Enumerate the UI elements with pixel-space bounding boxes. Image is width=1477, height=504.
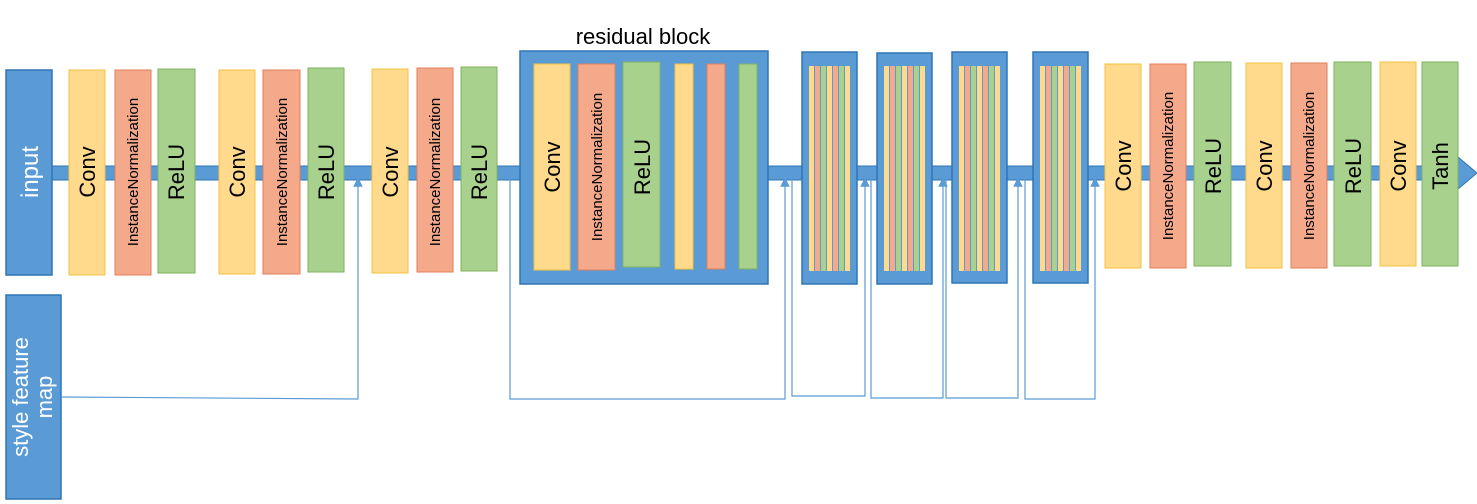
conv-label: Conv	[1111, 140, 1136, 191]
norm-label: InstanceNormalization	[1160, 92, 1177, 240]
style-feature-map-box: style feature map	[5, 294, 62, 500]
decoder-group-2: Conv InstanceNormalization ReLU	[1245, 61, 1372, 269]
norm-label: InstanceNormalization	[125, 98, 142, 246]
relu-label: ReLU	[1201, 138, 1226, 194]
residual-block-title: residual block	[576, 24, 712, 49]
residual-skip-line-2	[791, 173, 870, 397]
relu-label: ReLU	[467, 144, 492, 200]
conv-label: Conv	[1252, 140, 1277, 191]
residual-block-compact-2	[876, 52, 933, 285]
encoder-group-3: Conv InstanceNormalization ReLU	[371, 66, 498, 274]
residual-skip-line-5	[1024, 173, 1100, 400]
relu-label: ReLU	[164, 144, 189, 200]
residual-block-compact-1	[801, 51, 858, 285]
encoder-group-1: Conv InstanceNormalization ReLU	[68, 68, 196, 276]
conv-label: Conv	[1386, 140, 1411, 191]
style-skip-line	[60, 177, 363, 400]
residual-block-compact-3	[951, 51, 1008, 284]
decoder-group-1: Conv InstanceNormalization ReLU	[1104, 61, 1232, 269]
conv-label: Conv	[378, 146, 403, 197]
norm-label: InstanceNormalization	[427, 98, 444, 246]
relu-label: ReLU	[630, 139, 655, 195]
input-label: input	[17, 146, 44, 198]
residual-block-expanded: Conv InstanceNormalization ReLU	[519, 50, 769, 285]
residual-skip-line-1	[509, 173, 790, 400]
residual-skip-line-3	[870, 173, 948, 399]
norm-label: InstanceNormalization	[1301, 92, 1318, 240]
encoder-group-2: Conv InstanceNormalization ReLU	[218, 67, 345, 275]
norm-label: InstanceNormalization	[274, 98, 291, 246]
conv-layer-small	[674, 63, 694, 270]
conv-label: Conv	[540, 141, 565, 192]
conv-label: Conv	[225, 146, 250, 197]
residual-block-compact-4	[1032, 51, 1089, 284]
skip-connections	[60, 173, 1100, 400]
relu-label: ReLU	[1341, 138, 1366, 194]
residual-skip-line-4	[945, 173, 1023, 399]
style-feature-label-line2: map	[32, 376, 57, 419]
tanh-label: Tanh	[1428, 142, 1453, 190]
relu-label: ReLU	[314, 144, 339, 200]
relu-layer-small	[738, 63, 758, 270]
conv-label: Conv	[75, 146, 100, 197]
norm-layer-small	[706, 63, 726, 270]
input-box: input	[5, 69, 53, 276]
norm-label: InstanceNormalization	[589, 93, 606, 241]
decoder-output-group: Conv Tanh	[1379, 61, 1459, 267]
style-feature-label-line1: style feature	[8, 337, 33, 457]
